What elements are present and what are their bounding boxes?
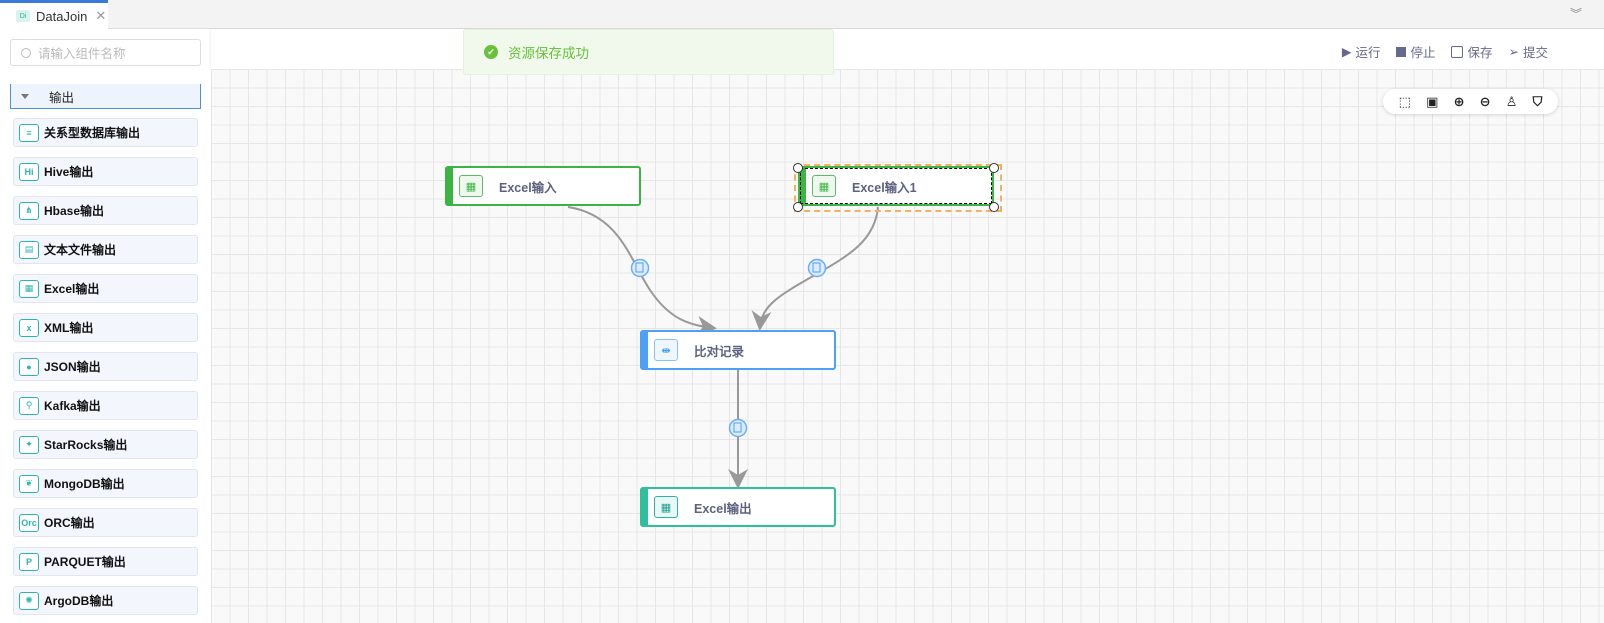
- table-icon: ▦: [459, 175, 483, 197]
- edge-copy-icon: [630, 258, 650, 278]
- component-sidebar: 请输入组件名称 输出 ≡ 关系型数据库输出 Hi Hive输出 ⋔ Hbase输出 ▤ 文本文…: [0, 29, 211, 623]
- sidebar-item[interactable]: P PARQUET输出: [13, 547, 198, 576]
- sidebar-item-label: 文本文件输出: [44, 243, 117, 257]
- toolbar: ▶运行 停止 保存 ➢提交: [211, 29, 1604, 69]
- node-excel-output[interactable]: ▦ Excel输出: [640, 487, 836, 527]
- search-input[interactable]: 请输入组件名称: [10, 39, 201, 66]
- component-icon: ▤: [19, 240, 39, 259]
- sidebar-item-label: PARQUET输出: [44, 555, 126, 569]
- run-button[interactable]: ▶运行: [1342, 42, 1381, 61]
- stop-button[interactable]: 停止: [1396, 42, 1435, 61]
- submit-label: 提交: [1522, 46, 1548, 60]
- toast-message: 资源保存成功: [508, 46, 589, 61]
- node-label: Excel输入1: [852, 180, 917, 195]
- edge-copy-icon: [807, 258, 827, 278]
- node-excel-input[interactable]: ▦ Excel输入: [445, 166, 641, 206]
- fit-view-icon[interactable]: ▣: [1426, 93, 1439, 109]
- sidebar-item-label: Hive输出: [44, 165, 94, 179]
- badge-icon[interactable]: ♙: [1505, 93, 1518, 109]
- sidebar-item[interactable]: x XML输出: [13, 313, 198, 342]
- sidebar-item-label: Kafka输出: [44, 399, 101, 413]
- resize-handle[interactable]: [989, 163, 999, 173]
- zoom-out-icon[interactable]: ⊖: [1479, 93, 1491, 109]
- sidebar-item-label: ArgoDB输出: [44, 594, 114, 608]
- sidebar-item-label: Excel输出: [44, 282, 100, 296]
- edge-copy-icon: [728, 418, 748, 438]
- stop-label: 停止: [1410, 46, 1436, 60]
- component-icon: ⋔: [19, 201, 39, 220]
- save-button[interactable]: 保存: [1451, 42, 1493, 61]
- component-icon: ●: [19, 357, 39, 376]
- submit-button[interactable]: ➢提交: [1509, 42, 1549, 61]
- success-toast: ✔ 资源保存成功: [463, 29, 834, 75]
- sidebar-item-label: XML输出: [44, 321, 94, 335]
- canvas-tools: ⬚ ▣ ⊕ ⊖ ♙ ⛉: [1383, 89, 1558, 114]
- node-label: Excel输入: [499, 180, 557, 195]
- sidebar-item-label: JSON输出: [44, 360, 101, 374]
- sidebar-item[interactable]: ⋔ Hbase输出: [13, 196, 198, 225]
- resize-handle[interactable]: [793, 202, 803, 212]
- flow-canvas[interactable]: [211, 69, 1604, 623]
- sidebar-item-label: ORC输出: [44, 516, 95, 530]
- node-label: 比对记录: [694, 344, 745, 359]
- play-icon: ▶: [1341, 45, 1352, 59]
- compare-icon: ⇹: [654, 339, 678, 361]
- component-icon: ✦: [19, 435, 39, 454]
- zoom-in-icon[interactable]: ⊕: [1453, 93, 1465, 109]
- sidebar-item-label: StarRocks输出: [44, 438, 128, 452]
- resize-handle[interactable]: [793, 163, 803, 173]
- search-placeholder: 请输入组件名称: [38, 47, 126, 61]
- send-icon: ➢: [1508, 45, 1519, 59]
- component-icon: ✺: [19, 591, 39, 610]
- node-compare-records[interactable]: ⇹ 比对记录: [640, 330, 836, 370]
- sidebar-item-label: 关系型数据库输出: [44, 126, 141, 140]
- node-label: Excel输出: [694, 501, 752, 516]
- stop-icon: [1396, 46, 1407, 57]
- caret-down-icon: [21, 93, 29, 99]
- table-icon: ▦: [812, 175, 836, 197]
- chevron-double-down-icon[interactable]: ︾: [1569, 7, 1582, 21]
- component-icon: P: [19, 552, 39, 571]
- component-icon: ⚲: [19, 396, 39, 415]
- search-icon: [21, 47, 31, 58]
- component-icon: Orc: [19, 513, 39, 532]
- close-icon[interactable]: ✕: [95, 8, 107, 23]
- sidebar-item[interactable]: ❦ MongoDB输出: [13, 469, 198, 498]
- component-icon: ≡: [19, 123, 39, 142]
- tab-datajoin[interactable]: Di DataJoin ✕: [0, 0, 108, 29]
- tab-title: DataJoin: [36, 8, 88, 24]
- sidebar-item[interactable]: ● JSON输出: [13, 352, 198, 381]
- sidebar-item[interactable]: ✦ StarRocks输出: [13, 430, 198, 459]
- save-icon: [1451, 45, 1464, 58]
- resize-handle[interactable]: [989, 202, 999, 212]
- sidebar-item[interactable]: ▤ 文本文件输出: [13, 235, 198, 264]
- sidebar-item[interactable]: Hi Hive输出: [13, 157, 198, 186]
- box-select-icon[interactable]: ⬚: [1398, 93, 1411, 109]
- run-label: 运行: [1355, 46, 1381, 60]
- component-icon: ❦: [19, 474, 39, 493]
- group-output[interactable]: 输出: [10, 84, 201, 109]
- node-excel-input-1[interactable]: ▦ Excel输入1: [798, 166, 994, 206]
- group-label: 输出: [49, 90, 75, 105]
- sidebar-item-label: Hbase输出: [44, 204, 105, 218]
- datajoin-icon: Di: [16, 10, 30, 22]
- component-icon: ▦: [19, 279, 39, 298]
- edge-excel-input-to-compare: [567, 206, 717, 336]
- table-icon: ▦: [654, 496, 678, 518]
- check-circle-icon: ✔: [484, 45, 498, 59]
- component-icon: x: [19, 318, 39, 337]
- sidebar-item-label: MongoDB输出: [44, 477, 125, 491]
- save-label: 保存: [1467, 46, 1493, 60]
- sidebar-item[interactable]: ▦ Excel输出: [13, 274, 198, 303]
- bookmark-icon[interactable]: ⛉: [1532, 93, 1543, 109]
- sidebar-item[interactable]: ✺ ArgoDB输出: [13, 586, 198, 615]
- component-icon: Hi: [19, 162, 39, 181]
- sidebar-item[interactable]: ⚲ Kafka输出: [13, 391, 198, 420]
- sidebar-item[interactable]: Orc ORC输出: [13, 508, 198, 537]
- tab-bar: Di DataJoin ✕ ︾: [0, 0, 1604, 29]
- sidebar-item[interactable]: ≡ 关系型数据库输出: [13, 118, 198, 147]
